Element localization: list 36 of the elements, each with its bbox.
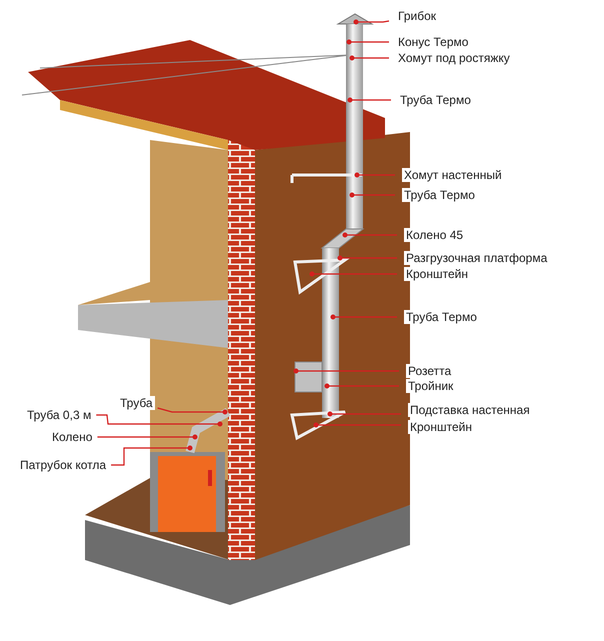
- leader-line: [348, 98, 391, 102]
- leader-line: [338, 256, 397, 260]
- leader-line: [96, 414, 222, 426]
- leader-line: [354, 20, 390, 24]
- leader-line: [294, 368, 399, 374]
- leader-line: [97, 434, 198, 440]
- part-label: Разгрузочная платформа: [404, 251, 550, 265]
- leader-line: [350, 192, 395, 198]
- part-label: Патрубок котла: [18, 458, 108, 472]
- leader-line: [342, 232, 397, 238]
- part-label: Хомут под ростяжку: [396, 51, 512, 65]
- leader-line: [330, 314, 397, 320]
- leader-line: [354, 172, 395, 178]
- part-label: Кронштейн: [408, 420, 474, 434]
- part-label: Конус Термо: [396, 35, 470, 49]
- part-label: Труба Термо: [398, 93, 473, 107]
- part-label: Труба Термо: [404, 310, 479, 324]
- part-label: Кронштейн: [404, 267, 470, 281]
- part-label: Грибок: [396, 9, 438, 23]
- leader-line: [310, 272, 397, 276]
- leader-line: [346, 40, 389, 44]
- part-label: Колено: [50, 430, 94, 444]
- part-label: Труба: [118, 396, 155, 410]
- leader-line: [350, 56, 389, 60]
- part-label: Труба 0,3 м: [25, 408, 94, 422]
- leader-line: [328, 412, 401, 416]
- part-label: Хомут настенный: [402, 168, 504, 182]
- leader-line: [157, 407, 228, 414]
- leader-line: [324, 384, 399, 388]
- leader-line: [111, 446, 192, 466]
- part-label: Подставка настенная: [408, 403, 532, 417]
- part-label: Колено 45: [404, 228, 466, 242]
- part-label: Тройник: [406, 379, 456, 393]
- leader-line: [314, 422, 401, 428]
- part-label: Труба Термо: [402, 188, 477, 202]
- part-label: Розетта: [406, 364, 454, 378]
